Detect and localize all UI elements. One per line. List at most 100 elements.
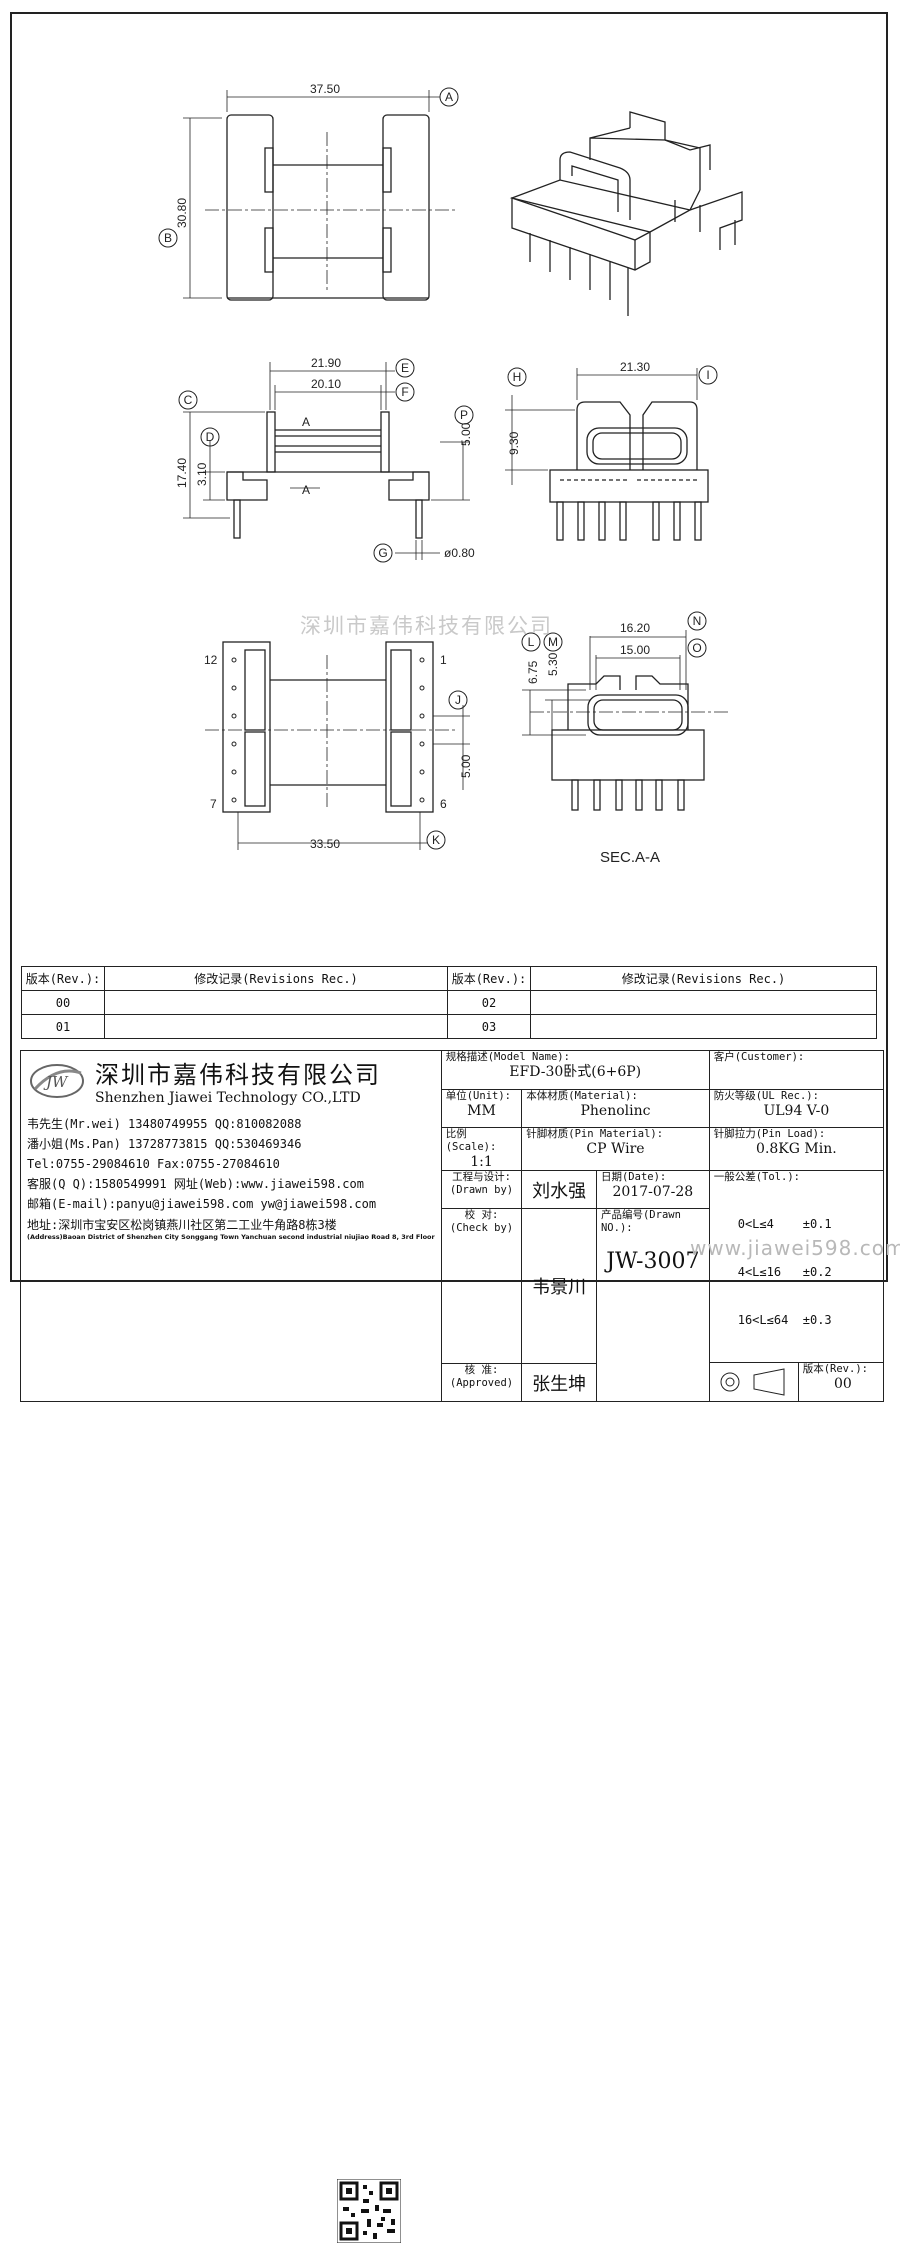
dim-mid-small: 3.10 [195, 462, 209, 486]
pin-material-label: 针脚材质(Pin Material): [526, 1128, 664, 1140]
drawing-sheet: 37.50 30.80 21.90 20.10 17.40 3.10 5.00 … [10, 12, 900, 2243]
drawn-label: 工程与设计: [452, 1171, 511, 1183]
ul-value: UL94 V-0 [763, 1103, 830, 1119]
callout-i: I [706, 368, 709, 382]
tol-row-1: 0<L≤4 ±0.1 [737, 1217, 832, 1231]
callout-m: M [548, 635, 558, 649]
check-label: 校 对: [464, 1209, 499, 1221]
dim-sec-inner: 15.00 [620, 643, 650, 657]
drawn-by-cell: 工程与设计: (Drawn by) [440, 1170, 523, 1209]
contact-qq: 客服(Q Q):1580549991 网址(Web):www.jiawei598… [27, 1177, 364, 1191]
drawing-area: 37.50 30.80 21.90 20.10 17.40 3.10 5.00 … [158, 82, 743, 866]
dim-mid-height: 17.40 [175, 458, 189, 488]
drawn-no-label: 产品编号(Drawn NO.): [600, 1209, 681, 1234]
approved-value: 张生坤 [521, 1363, 597, 1402]
rev-header-left: 版本(Rev.): [21, 966, 105, 991]
company-name-en: Shenzhen Jiawei Technology CO.,LTD [95, 1090, 361, 1106]
contact-list: 韦先生(Mr.wei) 13480749955 QQ:810082088 潘小姐… [27, 1114, 435, 1214]
drawn-label-en: (Drawn by) [449, 1184, 514, 1196]
rec-row-01 [104, 1014, 448, 1039]
drawn-value: 刘水强 [521, 1170, 597, 1209]
model-cell: 规格描述(Model Name): EFD-30卧式(6+6P) [440, 1050, 710, 1090]
callout-p: P [460, 408, 468, 422]
rec-row-02 [530, 990, 877, 1015]
side-view [505, 368, 709, 541]
logo-text: JW [43, 1073, 69, 1091]
check-value: 韦景川 [521, 1208, 597, 1364]
dim-top-height: 30.80 [175, 198, 189, 228]
scale-value: 1:1 [470, 1154, 493, 1170]
dim-mid-inner: 20.10 [311, 377, 341, 391]
tol-row-3: 16<L≤64 ±0.3 [737, 1313, 832, 1327]
pin-label-1: 1 [440, 653, 447, 667]
dim-mid-right: 5.00 [459, 422, 473, 446]
dim-side-height: 9.30 [507, 431, 521, 455]
ul-cell: 防火等级(UL Rec.): UL94 V-0 [708, 1089, 885, 1128]
callout-circles [158, 87, 718, 850]
pin-material-value: CP Wire [586, 1141, 645, 1157]
dim-mid-outer: 21.90 [311, 356, 341, 370]
dim-side-width: 21.30 [620, 360, 650, 374]
pin-label-12: 12 [204, 653, 218, 667]
rev-row-01: 01 [21, 1014, 105, 1039]
company-name-cn: 深圳市嘉伟科技有限公司 [95, 1061, 381, 1089]
callout-e: E [401, 361, 409, 375]
rev-header-right: 版本(Rev.): [447, 966, 531, 991]
callout-letters: A B C D E F G H I J K L M N O P [164, 90, 710, 847]
pin-label-6: 6 [440, 797, 447, 811]
callout-d: D [206, 430, 215, 444]
top-view [183, 90, 455, 301]
watermark-url: www.jiawei598.com [690, 1236, 900, 1260]
material-value: Phenolinc [580, 1103, 651, 1119]
rec-row-00 [104, 990, 448, 1015]
callout-g: G [378, 546, 387, 560]
customer-cell: 客户(Customer): [708, 1050, 885, 1090]
contact-pan: 潘小姐(Ms.Pan) 13728773815 QQ:530469346 [27, 1137, 302, 1151]
company-address-en: (Address)Baoan District of Shenzhen City… [27, 1233, 435, 1241]
ul-label: 防火等级(UL Rec.): [713, 1090, 819, 1102]
rev-value: 00 [833, 1376, 852, 1392]
tol-label: 一般公差(Tol.): [713, 1171, 800, 1183]
watermark: 深圳市嘉伟科技有限公司 [300, 614, 553, 638]
contact-tel: Tel:0755-29084610 Fax:0755-27084610 [27, 1157, 280, 1171]
unit-value: MM [467, 1103, 496, 1119]
callout-o: O [692, 641, 701, 655]
check-label-en: (Check by) [449, 1222, 514, 1234]
title-block: JW 深圳市嘉伟科技有限公司 Shenzhen Jiawei Technolog… [20, 1050, 885, 2243]
model-label: 规格描述(Model Name): [445, 1051, 570, 1063]
approved-by-cell: 核 准: (Approved) [440, 1363, 523, 1402]
isometric-view [509, 111, 743, 316]
unit-cell: 单位(Unit): MM [440, 1089, 523, 1128]
section-mark-bottom: A [302, 483, 310, 497]
section-mark-top: A [302, 415, 310, 429]
callout-b: B [164, 231, 172, 245]
dim-sec-h2: 5.30 [546, 652, 560, 676]
rec-row-03 [530, 1014, 877, 1039]
callout-h: H [513, 370, 522, 384]
contact-wei: 韦先生(Mr.wei) 13480749955 QQ:810082088 [27, 1117, 302, 1131]
dim-sec-h1: 6.75 [526, 660, 540, 684]
drawn-no-value: JW-3007 [606, 1249, 700, 1274]
company-logo-icon: JW [30, 1063, 84, 1098]
company-panel: JW 深圳市嘉伟科技有限公司 Shenzhen Jiawei Technolog… [20, 1050, 442, 2243]
pin-load-value: 0.8KG Min. [756, 1141, 837, 1157]
projection-symbol-icon [720, 1368, 785, 1396]
tolerance-cell: 一般公差(Tol.): 0<L≤4 ±0.1 4<L≤16 ±0.2 16<L≤… [708, 1170, 885, 1402]
unit-label: 单位(Unit): [445, 1090, 511, 1102]
pin-load-cell: 针脚拉力(Pin Load): 0.8KG Min. [708, 1127, 885, 1171]
date-cell: 日期(Date): 2017-07-28 [595, 1170, 710, 1209]
qr-code-icon [336, 2178, 401, 2243]
front-view [183, 362, 470, 560]
section-view [522, 630, 730, 811]
approved-label-en: (Approved) [449, 1377, 514, 1389]
tol-row-2: 4<L≤16 ±0.2 [737, 1265, 832, 1279]
rev-row-02: 02 [447, 990, 531, 1015]
callout-f: F [401, 385, 408, 399]
material-label: 本体材质(Material): [526, 1090, 638, 1102]
section-title: SEC.A-A [600, 849, 660, 866]
callout-c: C [184, 393, 193, 407]
callout-j: J [455, 693, 461, 707]
dim-pin-dia: ø0.80 [444, 546, 475, 560]
rev-label: 版本(Rev.): [802, 1363, 868, 1375]
pin-load-label: 针脚拉力(Pin Load): [713, 1128, 826, 1140]
